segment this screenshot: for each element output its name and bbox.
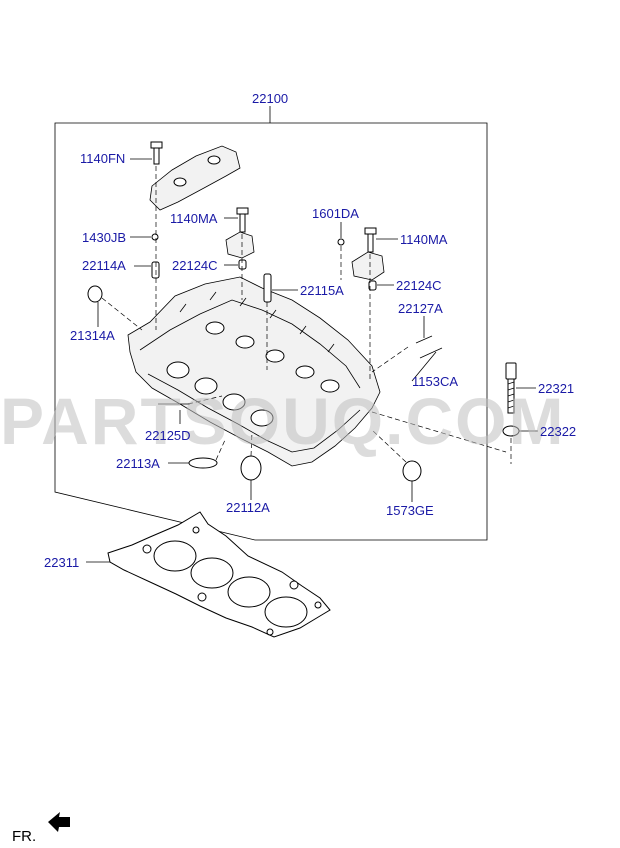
label-1140FN: 1140FN [80, 151, 125, 166]
bolt-1140MA-right[interactable] [364, 227, 377, 253]
stud-1153CA[interactable] [419, 347, 443, 359]
label-21314A: 21314A [70, 328, 115, 343]
plug-1601DA[interactable] [337, 238, 345, 246]
cam-cap-right[interactable] [351, 251, 385, 281]
plug-1573GE[interactable] [402, 460, 422, 482]
plug-21314A[interactable] [87, 285, 103, 303]
cam-cap-mid[interactable] [225, 231, 255, 259]
label-22322: 22322 [540, 424, 576, 439]
cylinder-head-22100[interactable] [127, 276, 381, 467]
bolt-1140FN[interactable] [150, 141, 163, 165]
bolt-1140MA-left[interactable] [236, 207, 249, 233]
stud-22127A[interactable] [415, 335, 433, 344]
label-22124C-a: 22124C [172, 258, 218, 273]
head-gasket-22311[interactable] [107, 511, 331, 638]
dowel-22114A[interactable] [151, 261, 160, 279]
watermark: PARTSOUQ.COM [0, 384, 565, 458]
cam-cap-upper[interactable] [149, 145, 241, 211]
label-22113A: 22113A [116, 456, 160, 471]
label-1573GE: 1573GE [386, 503, 434, 518]
label-22112A: 22112A [226, 500, 270, 515]
label-1140MA-b: 1140MA [400, 232, 448, 247]
label-1140MA-a: 1140MA [170, 211, 218, 226]
dowel-22124C-right[interactable] [368, 280, 377, 291]
label-22311: 22311 [44, 555, 79, 570]
alignment-lines [101, 166, 512, 464]
seal-22113A[interactable] [188, 457, 218, 469]
label-22125D: 22125D [145, 428, 191, 443]
seal-22112A[interactable] [240, 455, 262, 481]
front-direction-arrow-icon [48, 812, 70, 832]
label-22114A: 22114A [82, 258, 126, 273]
dowel-22124C-left[interactable] [238, 259, 247, 270]
pin-1430JB[interactable] [151, 233, 159, 241]
label-1153CA: 1153CA [412, 374, 458, 389]
label-22115A: 22115A [300, 283, 344, 298]
label-22321: 22321 [538, 381, 574, 396]
label-1430JB: 1430JB [82, 230, 126, 245]
head-bolt-22321[interactable] [505, 362, 517, 414]
guide-22115A[interactable] [263, 273, 272, 303]
label-22100: 22100 [252, 91, 288, 106]
assembly-frame [54, 122, 488, 541]
front-direction-label: FR. [12, 828, 36, 845]
label-22127A: 22127A [398, 301, 443, 316]
leader-lines [97, 158, 538, 502]
label-1601DA: 1601DA [312, 206, 359, 221]
label-22124C-b: 22124C [396, 278, 442, 293]
